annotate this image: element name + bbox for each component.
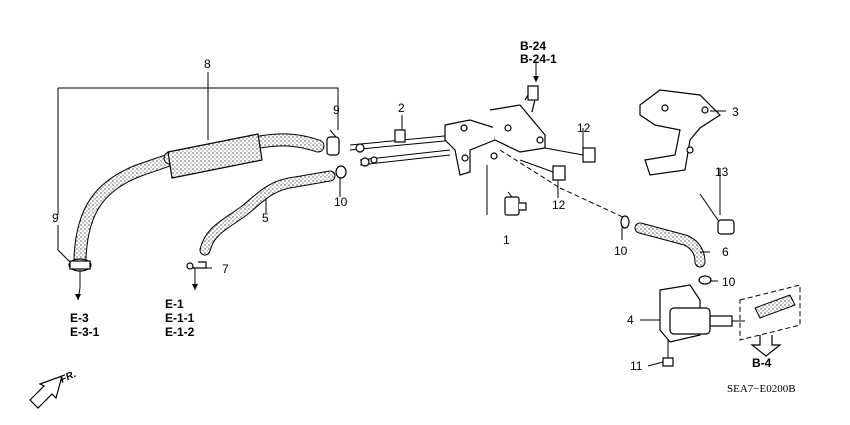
- label-part-12-upper: 12: [577, 121, 591, 135]
- label-part-9-lower: 9: [52, 211, 59, 225]
- label-part-7: 7: [222, 262, 229, 276]
- label-part-12-lower: 12: [552, 198, 566, 212]
- clamp-part-9-upper: [326, 129, 340, 156]
- front-direction-arrow: FR.: [29, 369, 78, 409]
- ref-e-1-2: E-1-2: [165, 325, 195, 339]
- solenoid-part-4: [659, 284, 745, 367]
- label-part-6: 6: [722, 245, 729, 259]
- bolt-part-13: [699, 193, 735, 235]
- label-part-2: 2: [398, 101, 405, 115]
- hose-part-8: [73, 133, 325, 265]
- ref-e-1: E-1: [165, 297, 184, 311]
- clamp-part-10-right: [698, 275, 712, 285]
- label-part-5: 5: [262, 211, 269, 225]
- ref-b-24: B-24: [520, 39, 546, 53]
- label-part-10-left: 10: [334, 195, 348, 209]
- bracket-part-3: [639, 89, 721, 176]
- clamp-part-10-left: [335, 165, 347, 179]
- ref-b-24-1: B-24-1: [520, 52, 557, 66]
- label-part-10-right: 10: [722, 275, 736, 289]
- label-part-13: 13: [715, 165, 729, 179]
- label-part-10-middle: 10: [614, 244, 628, 258]
- clamp-part-9-lower: [68, 258, 92, 272]
- ref-e-3: E-3: [70, 311, 89, 325]
- bolt-part-12-lower: [519, 159, 566, 181]
- label-part-9-upper: 9: [333, 103, 340, 117]
- label-part-4: 4: [627, 313, 634, 327]
- label-part-3: 3: [732, 105, 739, 119]
- label-part-11: 11: [630, 359, 643, 373]
- ref-e-3-1: E-3-1: [70, 325, 100, 339]
- diagram-code: SEA7−E0200B: [727, 383, 796, 395]
- valve-part-1: [504, 191, 527, 216]
- hose-part-5: [199, 170, 336, 256]
- label-part-1: 1: [503, 233, 510, 247]
- label-part-8: 8: [204, 57, 211, 71]
- pipe-assembly: [349, 85, 546, 176]
- front-direction-label: FR.: [59, 369, 78, 386]
- ref-b-4: B-4: [752, 356, 772, 370]
- bolt-part-12-upper: [544, 147, 596, 163]
- hose-b4-ref: [739, 284, 801, 357]
- ref-e-1-1: E-1-1: [165, 311, 195, 325]
- hose-part-6: [634, 222, 706, 268]
- leader-lines: [57, 63, 726, 367]
- clamp-part-10-middle: [620, 215, 630, 229]
